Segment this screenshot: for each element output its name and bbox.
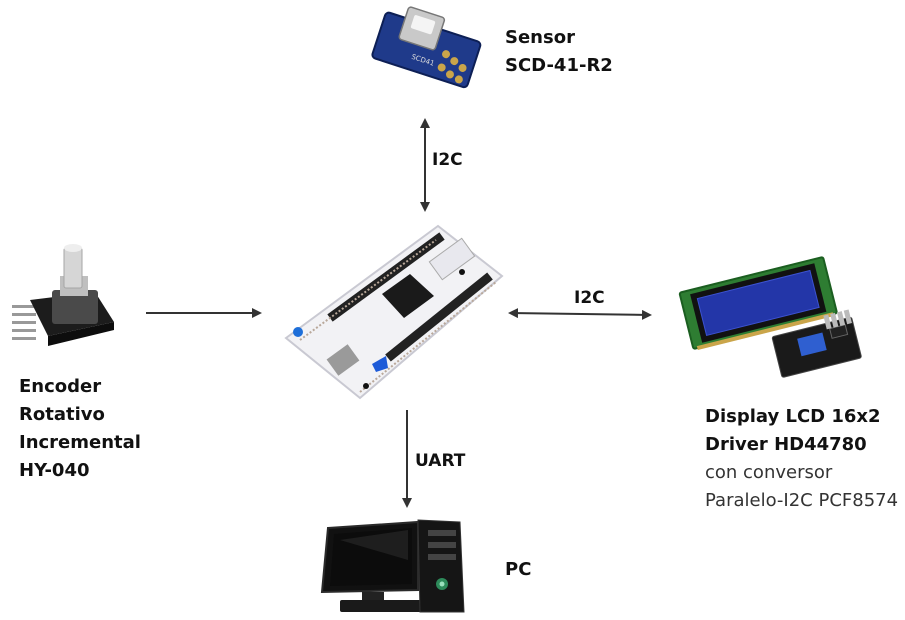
pc-label: PC: [505, 556, 531, 584]
display-label-line-1: Display LCD 16x2: [705, 403, 898, 431]
encoder-label-line-2: Rotativo: [19, 401, 141, 429]
sensor-image: SCD41: [371, 0, 485, 88]
encoder-label: Encoder Rotativo Incremental HY-040: [19, 373, 141, 485]
edge-label-pc-uart: UART: [415, 451, 465, 471]
encoder-label-line-1: Encoder: [19, 373, 141, 401]
display-label: Display LCD 16x2 Driver HD44780 con conv…: [705, 403, 898, 515]
mcu-board-image: [286, 226, 502, 398]
display-label-line-4: Paralelo-I2C PCF8574: [705, 487, 898, 515]
edge-label-display-i2c: I2C: [574, 288, 605, 308]
pc-label-line-1: PC: [505, 556, 531, 584]
sensor-label-line-2: SCD-41-R2: [505, 52, 613, 80]
display-image: [679, 257, 861, 378]
display-label-line-3: con conversor: [705, 459, 898, 487]
encoder-label-line-3: Incremental: [19, 429, 141, 457]
encoder-image: [12, 244, 114, 346]
sensor-label-line-1: Sensor: [505, 24, 613, 52]
pc-image: [322, 520, 464, 612]
arrow-mcu-display: [510, 313, 650, 315]
edge-label-sensor-i2c: I2C: [432, 150, 463, 170]
sensor-label: Sensor SCD-41-R2: [505, 24, 613, 80]
display-label-line-2: Driver HD44780: [705, 431, 898, 459]
encoder-label-line-4: HY-040: [19, 457, 141, 485]
